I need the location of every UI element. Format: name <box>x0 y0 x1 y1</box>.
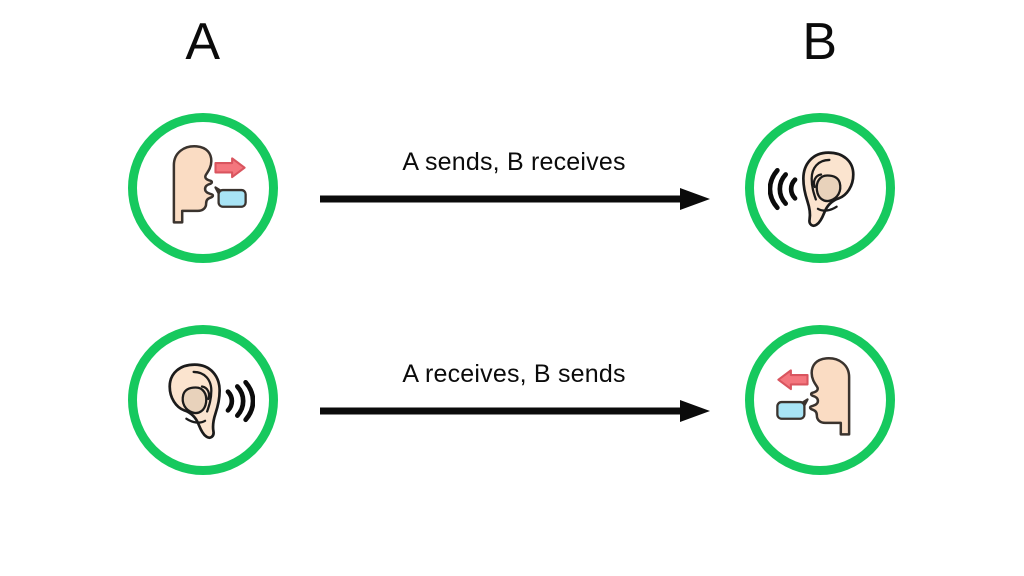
column-header-b: B <box>802 13 838 71</box>
arrow-b-to-a: A receives, B sends <box>318 360 710 424</box>
arrow-a-to-b: A sends, B receives <box>318 148 710 212</box>
node-b-listening <box>745 113 895 263</box>
arrow-right-icon <box>320 188 710 210</box>
arrow-right-icon <box>320 400 710 422</box>
arrow-label-b-sends: A receives, B sends <box>402 360 626 388</box>
speaking-head-icon <box>172 145 247 224</box>
node-a-speaking <box>128 113 278 263</box>
speaking-head-icon <box>776 357 851 436</box>
arrow-label-a-sends: A sends, B receives <box>402 148 626 176</box>
ear-listening-icon <box>168 363 255 439</box>
column-header-a: A <box>185 13 221 71</box>
node-b-speaking <box>745 325 895 475</box>
ear-listening-icon <box>768 151 855 227</box>
node-a-listening <box>128 325 278 475</box>
